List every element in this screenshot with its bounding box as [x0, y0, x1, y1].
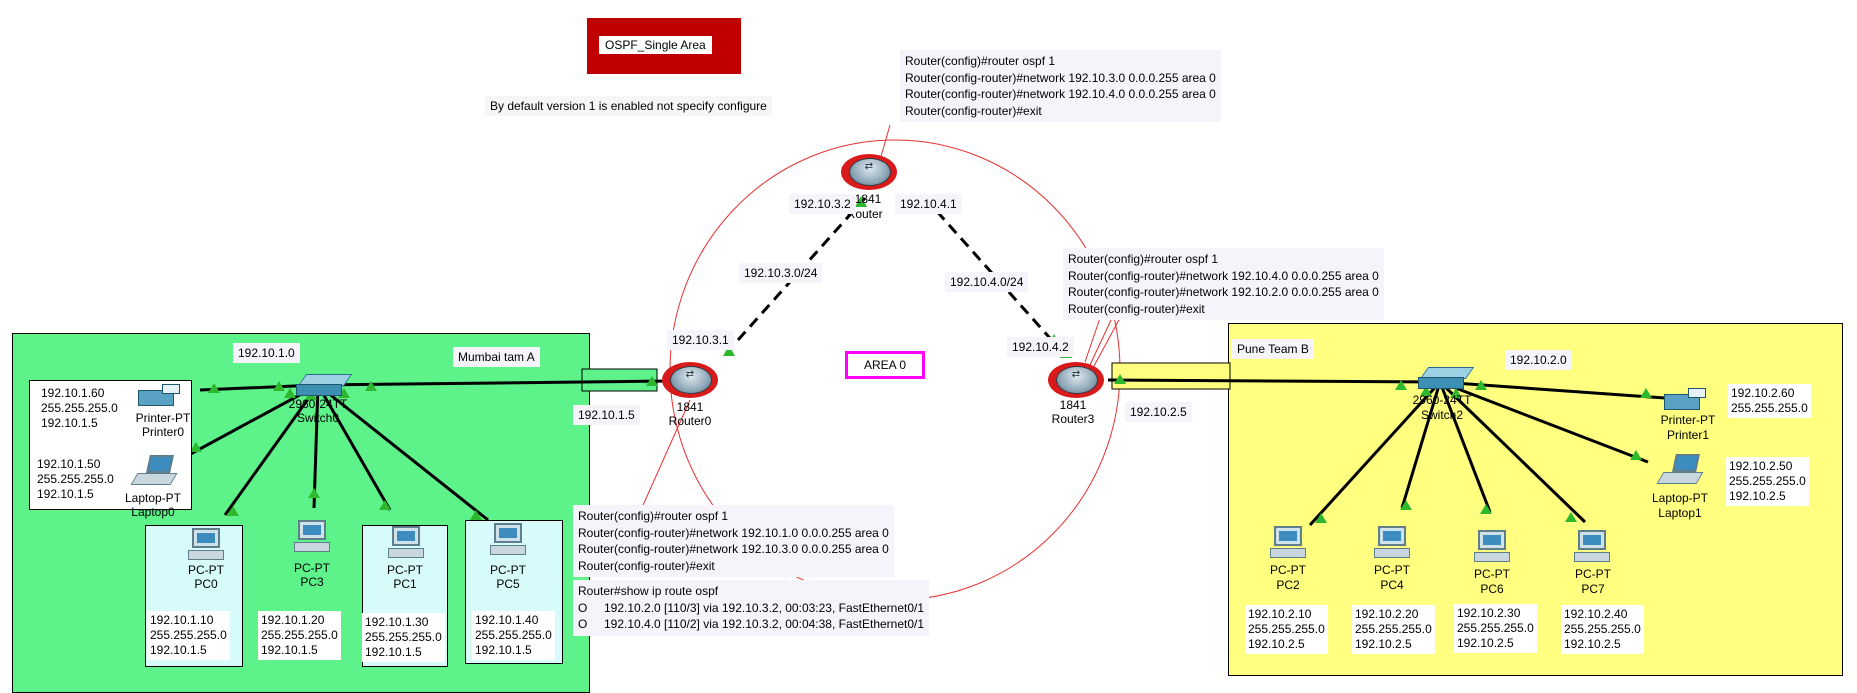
router3-ip-right: 192.10.2.5 — [1125, 402, 1192, 422]
laptop1-name: Laptop1 — [1658, 506, 1702, 520]
switch2-name: Switch2 — [1420, 408, 1464, 422]
printer0-name: Printer0 — [141, 425, 185, 439]
printer0-icon[interactable] — [138, 384, 180, 408]
laptop1-type: Laptop-PT — [1651, 491, 1709, 505]
pc3-type: PC-PT — [294, 561, 330, 575]
router1-ip-left: 192.10.3.2 — [789, 194, 856, 214]
printer1-type: Printer-PT — [1660, 413, 1716, 427]
mumbai-label: Mumbai tam A — [453, 347, 540, 367]
default-version-note: By default version 1 is enabled not spec… — [485, 96, 772, 116]
router1-model: 1841 — [854, 192, 882, 206]
pc1-ip: 192.10.1.30 255.255.255.0 192.10.1.5 — [362, 613, 445, 662]
pc3-name: PC3 — [300, 575, 324, 589]
pune-network: 192.10.2.0 — [1505, 350, 1572, 370]
switch0-icon[interactable] — [296, 374, 353, 396]
pc1-type: PC-PT — [387, 563, 423, 577]
printer1-name: Printer1 — [1666, 428, 1710, 442]
router1-config: Router(config)#router ospf 1 Router(conf… — [900, 50, 1221, 122]
pc7-name: PC7 — [1581, 582, 1605, 596]
router3-ip-top: 192.10.4.2 — [1007, 337, 1074, 357]
router0-route-output: Router#show ip route ospf O 192.10.2.0 [… — [573, 580, 930, 636]
pc5-name: PC5 — [496, 577, 520, 591]
pc1-name: PC1 — [393, 577, 417, 591]
pc3-ip: 192.10.1.20 255.255.255.0 192.10.1.5 — [258, 611, 341, 660]
pc5-ip: 192.10.1.40 255.255.255.0 192.10.1.5 — [472, 611, 555, 660]
page-title: OSPF_Single Area — [599, 36, 712, 54]
laptop1-ip: 192.10.2.50 255.255.255.0 192.10.2.5 — [1726, 457, 1809, 506]
title-box: OSPF_Single Area — [587, 18, 741, 74]
printer0-type: Printer-PT — [135, 411, 191, 425]
printer1-ip: 192.10.2.60 255.255.255.0 — [1728, 384, 1811, 418]
printer0-ip: 192.10.1.60 255.255.255.0 192.10.1.5 — [38, 384, 121, 433]
router0-config: Router(config)#router ospf 1 Router(conf… — [573, 505, 894, 577]
laptop0-icon[interactable] — [130, 455, 178, 487]
pc1-icon[interactable] — [388, 526, 424, 562]
tube-pune — [1111, 362, 1231, 390]
pc4-type: PC-PT — [1374, 563, 1410, 577]
laptop0-type: Laptop-PT — [124, 491, 182, 505]
area0-label: AREA 0 — [863, 358, 907, 372]
router3-model: 1841 — [1059, 398, 1087, 412]
pc3-icon[interactable] — [294, 520, 330, 556]
pointer-router1 — [879, 124, 891, 161]
router1-icon[interactable]: ⇄ — [841, 150, 897, 194]
router3-config: Router(config)#router ospf 1 Router(conf… — [1063, 248, 1384, 320]
router3-icon[interactable]: ⇄ — [1048, 358, 1104, 402]
pc2-icon[interactable] — [1270, 526, 1306, 562]
pc2-ip: 192.10.2.10 255.255.255.0 192.10.2.5 — [1245, 605, 1328, 654]
pointer-router3-b — [1084, 317, 1101, 363]
pc5-icon[interactable] — [490, 523, 526, 559]
pointer-router3-a — [1089, 317, 1113, 366]
pc6-ip: 192.10.2.30 255.255.255.0 192.10.2.5 — [1454, 604, 1537, 653]
pc6-type: PC-PT — [1474, 567, 1510, 581]
switch2-icon[interactable] — [1418, 367, 1475, 389]
laptop1-icon[interactable] — [1656, 454, 1704, 486]
pc4-ip: 192.10.2.20 255.255.255.0 192.10.2.5 — [1352, 605, 1435, 654]
router0-ip-top: 192.10.3.1 — [667, 330, 734, 350]
pointer-router0 — [639, 399, 691, 513]
pc4-icon[interactable] — [1374, 526, 1410, 562]
router0-model: 1841 — [676, 400, 704, 414]
router3-name: Router3 — [1051, 412, 1095, 426]
pc0-ip: 192.10.1.10 255.255.255.0 192.10.1.5 — [147, 611, 230, 660]
pc4-name: PC4 — [1380, 578, 1404, 592]
pc0-icon[interactable] — [188, 528, 224, 564]
pc2-name: PC2 — [1276, 578, 1300, 592]
router0-icon[interactable]: ⇄ — [662, 358, 718, 402]
printer1-icon[interactable] — [1664, 388, 1706, 412]
pc7-ip: 192.10.2.40 255.255.255.0 192.10.2.5 — [1561, 605, 1644, 654]
mumbai-network: 192.10.1.0 — [233, 343, 300, 363]
pointer-router3-c — [1093, 317, 1121, 367]
switch0-name: Switch0 — [296, 411, 340, 425]
router0-ip-left: 192.10.1.5 — [573, 405, 640, 425]
laptop0-ip: 192.10.1.50 255.255.255.0 192.10.1.5 — [34, 455, 117, 504]
pune-label: Pune Team B — [1232, 339, 1314, 359]
pc6-icon[interactable] — [1474, 530, 1510, 566]
link-label-left: 192.10.3.0/24 — [739, 263, 823, 283]
link-label-right: 192.10.4.0/24 — [945, 272, 1029, 292]
pc5-type: PC-PT — [490, 563, 526, 577]
switch0-model: 2960-24TT — [288, 397, 348, 411]
pc2-type: PC-PT — [1270, 563, 1306, 577]
pc7-icon[interactable] — [1574, 530, 1610, 566]
switch2-model: 2960-24TT — [1412, 393, 1472, 407]
pc0-name: PC0 — [194, 577, 218, 591]
pc0-type: PC-PT — [188, 563, 224, 577]
area0-label-box: AREA 0 — [845, 351, 925, 379]
router0-name: Router0 — [668, 414, 712, 428]
pc7-type: PC-PT — [1575, 567, 1611, 581]
pc6-name: PC6 — [1480, 582, 1504, 596]
laptop0-name: Laptop0 — [131, 505, 175, 519]
router1-name: Router1 — [846, 207, 890, 221]
router1-ip-right: 192.10.4.1 — [895, 194, 962, 214]
